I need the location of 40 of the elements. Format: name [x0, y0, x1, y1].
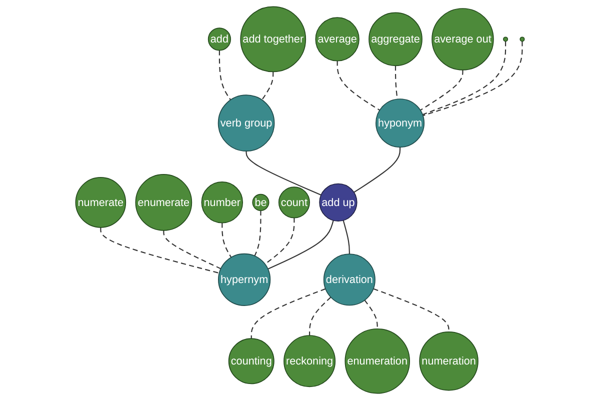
connector	[264, 218, 295, 265]
node-circle: counting	[228, 338, 274, 384]
node-circle: add	[208, 28, 231, 51]
connector	[342, 220, 350, 254]
connector	[422, 41, 523, 116]
node-circle: add together	[240, 6, 306, 72]
node-circle: number	[201, 182, 244, 224]
connector	[100, 227, 220, 274]
connector	[218, 50, 232, 100]
connector	[222, 222, 232, 258]
node-circle: reckoning	[284, 335, 336, 388]
node-circle	[520, 36, 525, 42]
connector	[250, 288, 326, 339]
connector	[373, 288, 450, 332]
connector	[422, 41, 506, 116]
node-circle	[503, 36, 508, 42]
node-circle: enumerate	[135, 174, 192, 231]
node-circle: hyponym	[376, 98, 425, 148]
connector	[364, 300, 378, 329]
connector	[246, 151, 322, 196]
connector	[420, 70, 464, 111]
node-circle: numeration	[419, 331, 478, 391]
node-circle: average out	[432, 8, 494, 70]
node-circle: count	[278, 186, 310, 218]
node-circle: average	[315, 17, 360, 62]
node-circle: derivation	[323, 254, 376, 306]
connector	[336, 60, 380, 111]
connector	[262, 72, 274, 100]
node-circle: add up	[319, 183, 358, 222]
connector	[163, 230, 222, 270]
node-circle: aggregate	[368, 12, 422, 66]
node-circle: verb group	[218, 94, 275, 152]
connector	[268, 220, 334, 270]
connector	[309, 296, 332, 336]
connector	[354, 147, 401, 193]
node-circle: be	[252, 194, 270, 211]
connector	[254, 210, 262, 256]
node-circle: hypernym	[218, 253, 271, 306]
node-circle: numerate	[75, 177, 126, 228]
node-circle: enumeration	[344, 328, 410, 394]
